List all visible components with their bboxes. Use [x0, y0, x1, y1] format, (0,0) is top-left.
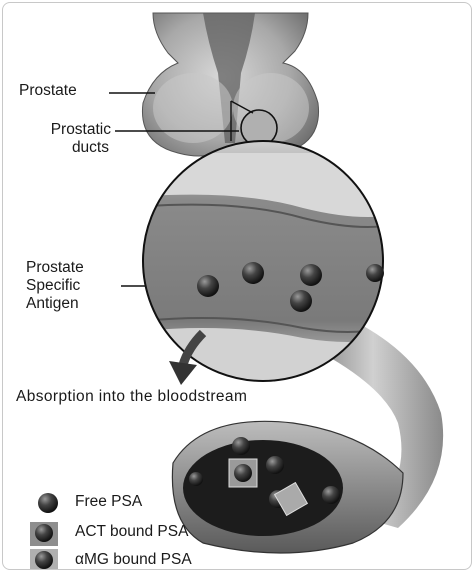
label-psa-antigen: Antigen [26, 295, 79, 313]
label-prostate: Prostate [19, 82, 77, 100]
label-absorption: Absorption into the bloodstream [16, 388, 247, 406]
blood-vessel [172, 421, 403, 553]
label-ducts: ducts [19, 139, 109, 157]
psa-molecule [366, 264, 384, 282]
psa-molecule [197, 275, 219, 297]
psa-molecule [300, 264, 322, 286]
psa-molecule [290, 290, 312, 312]
label-psa-specific: Specific [26, 277, 80, 295]
label-prostatic: Prostatic [19, 121, 111, 139]
legend-act-bound-psa: ACT bound PSA [75, 523, 188, 541]
legend-icons [30, 493, 58, 570]
legend-free-psa: Free PSA [75, 493, 142, 511]
psa-molecule [242, 262, 264, 284]
legend-amg-bound-psa: αMG bound PSA [75, 551, 192, 569]
label-psa-prostate: Prostate [26, 259, 84, 277]
free-psa-icon [38, 493, 58, 513]
